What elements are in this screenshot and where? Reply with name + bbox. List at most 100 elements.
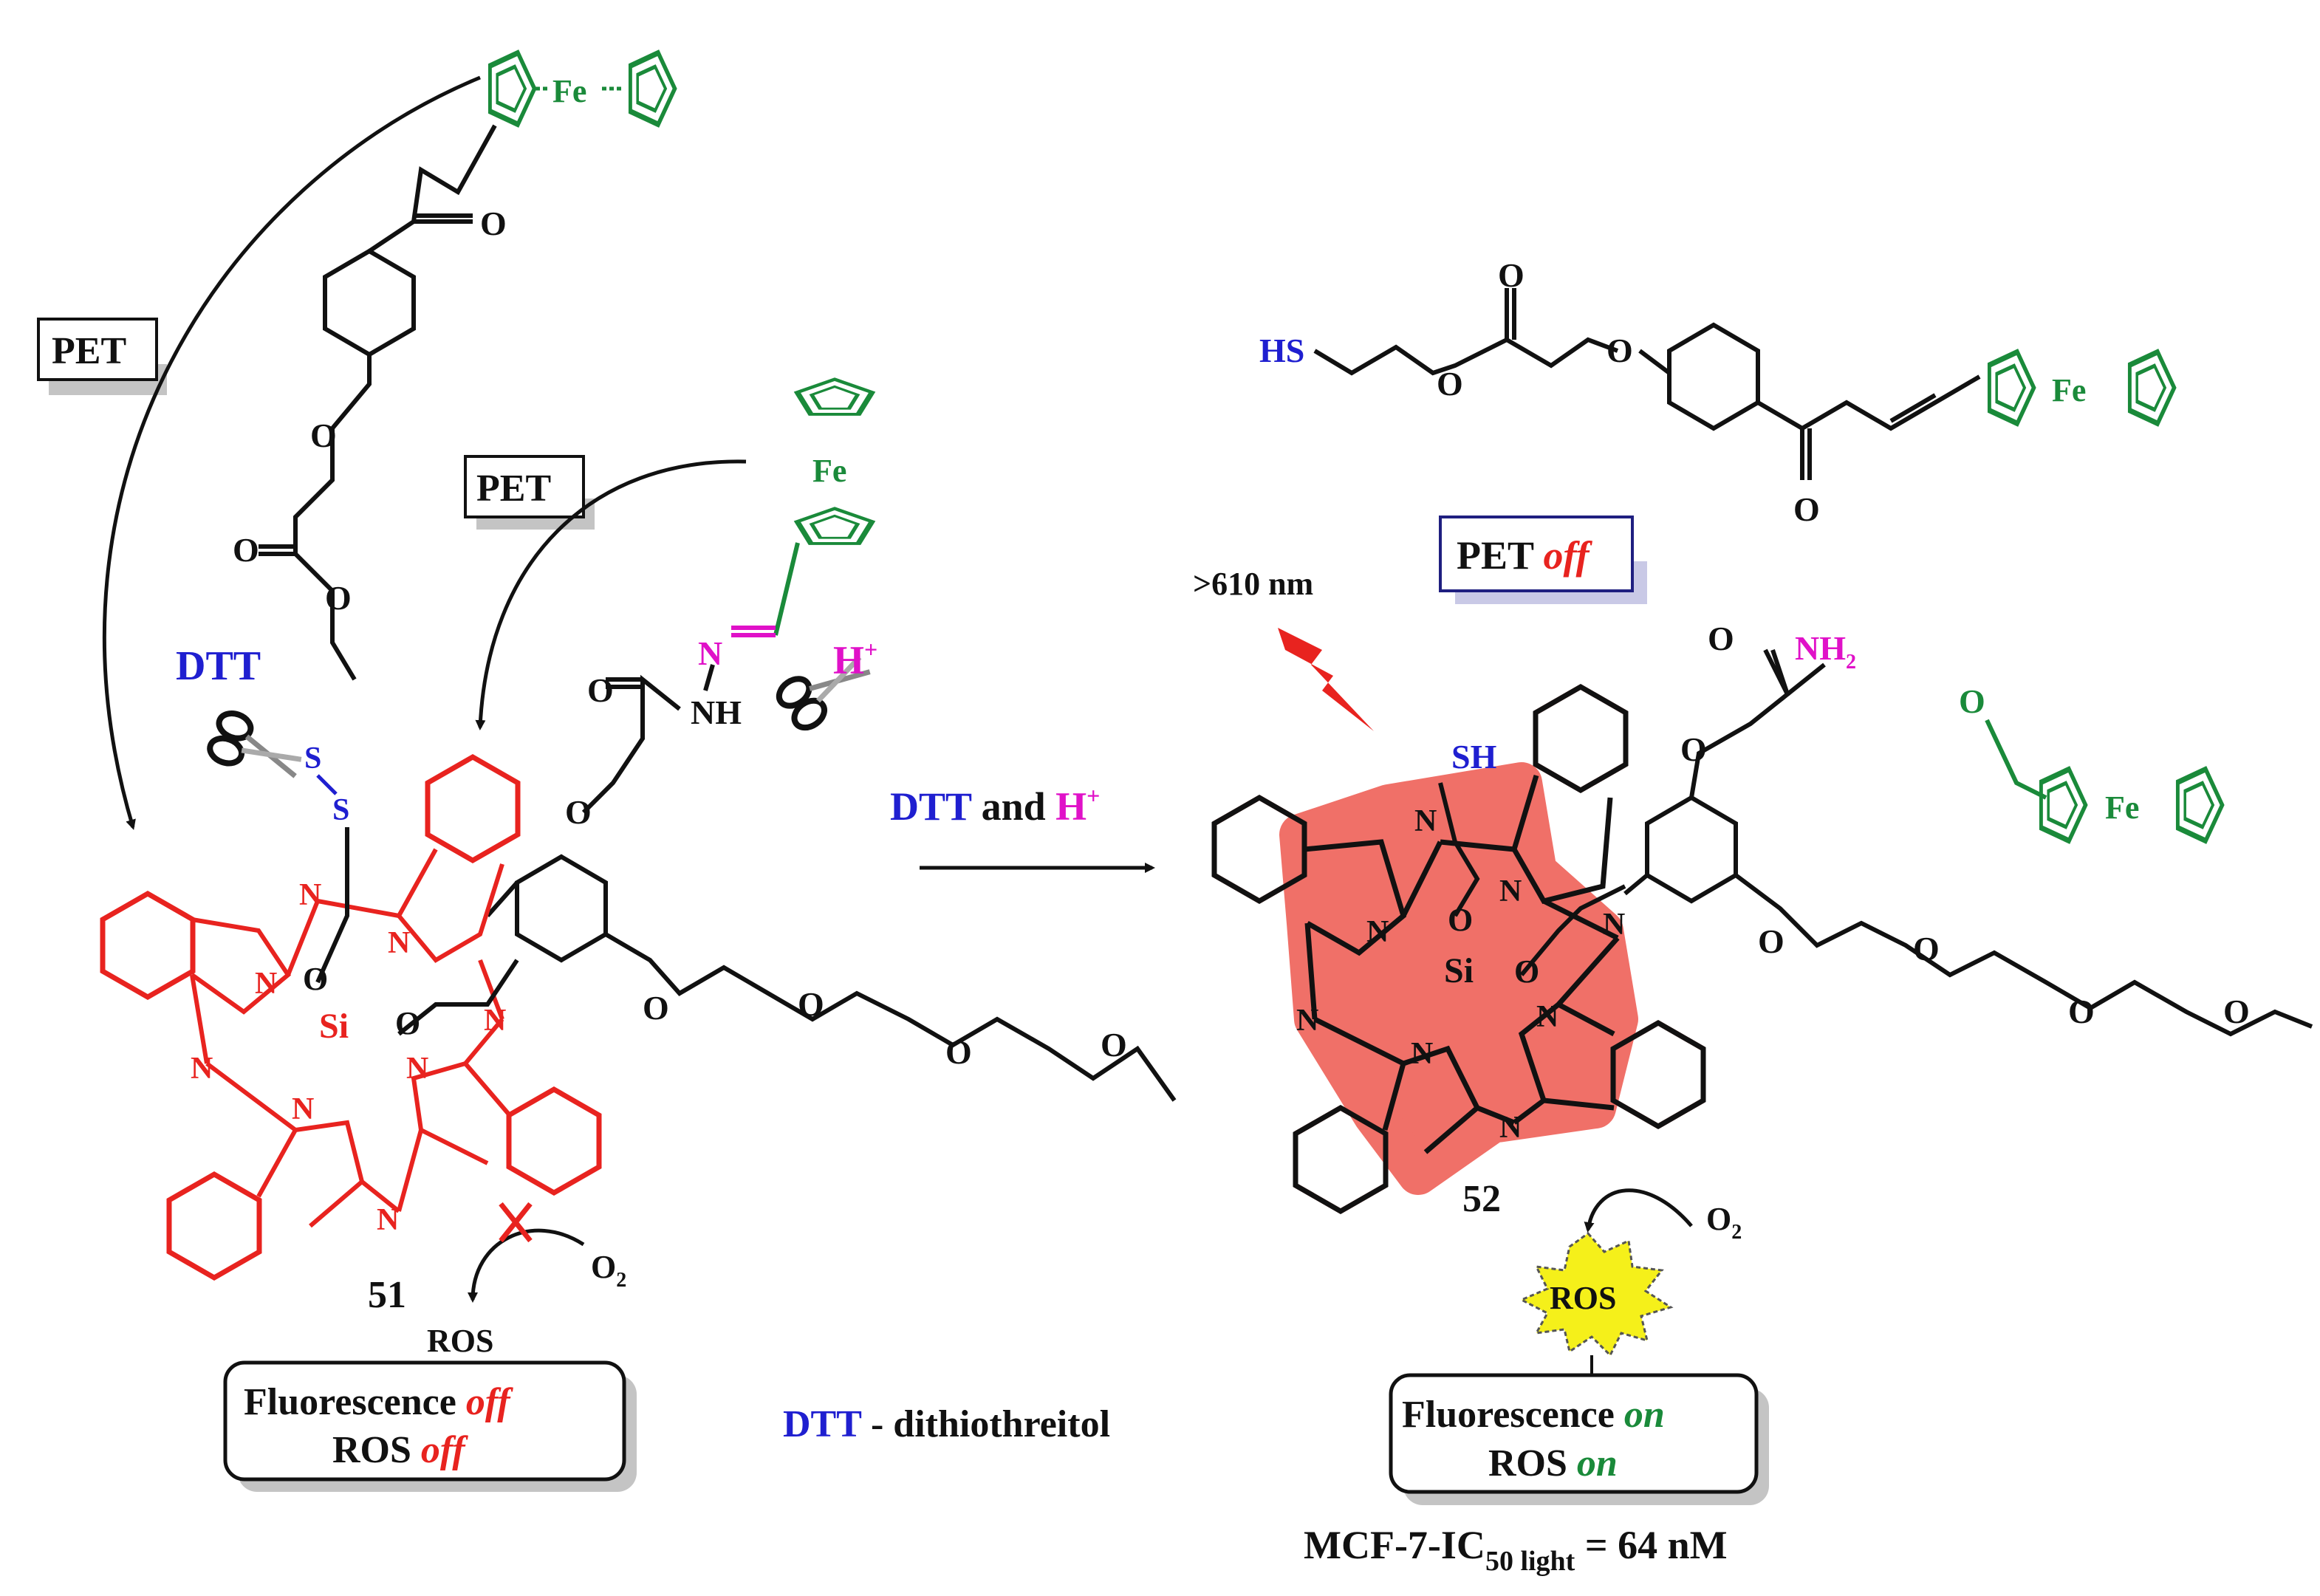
n-atom-51-f: N [406, 1052, 428, 1086]
o-atom-peg-4-left: O [1101, 1026, 1127, 1064]
n-atom-51-a: N [299, 878, 321, 912]
o-atom-ketone-left: O [480, 205, 507, 242]
o-atom-amide-right: O [1708, 620, 1734, 657]
n-atom-52-c: N [1499, 874, 1522, 908]
nh-atom-hydrazone: NH [691, 693, 742, 731]
o-atom-ether-left: O [310, 417, 337, 454]
pet-box-middle: PET [464, 455, 595, 530]
si-atom-51: Si [319, 1007, 349, 1046]
n-atom-52-h: N [1499, 1111, 1522, 1145]
o-atom-peg-2-left: O [798, 985, 824, 1023]
n-atom-51-c: N [191, 1052, 213, 1086]
ros-arrow [1584, 1188, 1693, 1233]
hs-group: HS [1259, 332, 1304, 369]
n-atom-51-e: N [484, 1004, 506, 1038]
o-atom-amide: O [587, 671, 614, 709]
o-atom-ester2-left: O [325, 579, 352, 617]
fluorescence-off-label: Fluorescence off [244, 1381, 513, 1423]
dtt-legend: DTT - dithiothreitol [783, 1403, 1110, 1445]
o-atom-ester-left: O [233, 531, 259, 569]
o-atom-thiol-carbonyl: O [1498, 256, 1525, 294]
pet-label-middle: PET [476, 468, 551, 510]
phthalocyanine-core-52 [1214, 687, 1703, 1211]
o-atom-peg-2-right: O [1913, 930, 1940, 967]
fe-atom-middle: Fe [812, 453, 846, 489]
si-atom-52: Si [1444, 951, 1474, 990]
n-atom-52-f: N [1296, 1004, 1318, 1038]
pet-label-left: PET [52, 330, 126, 372]
light-bolt-icon [1278, 628, 1374, 731]
aryl-peg-left [485, 854, 1177, 1102]
o2-left: O2 [591, 1249, 626, 1292]
n-atom-52-a: N [1414, 804, 1437, 838]
o-atom-thiol-ketone: O [1793, 490, 1820, 528]
blocked-cross-icon [499, 1202, 533, 1243]
n-atom-51-h: N [377, 1203, 399, 1237]
thiol-chalcone-fragment [1313, 288, 1981, 480]
axial-linkers-51 [315, 827, 519, 1036]
fe-atom-right-top: Fe [2052, 372, 2086, 408]
o-atom-thiol-ether: O [1606, 332, 1633, 369]
pet-box-left: PET [37, 318, 167, 395]
o-atom-thiol-ester: O [1437, 365, 1463, 403]
blocked-ros-arrow [468, 1228, 585, 1303]
pet-off-label: PET off [1457, 533, 1593, 578]
s-atom-2: S [332, 793, 349, 827]
aryl-peg-right [1623, 648, 2313, 1037]
o-atom-peg-3-left: O [945, 1033, 972, 1071]
o-atom-axial-1-52: O [1448, 902, 1473, 938]
nh2-group: NH2 [1795, 629, 1856, 674]
ros-off-label: ROS off [332, 1429, 468, 1471]
o-atom-peg-1-right: O [1758, 922, 1785, 960]
n-atom-51-d: N [388, 926, 410, 960]
ferrocene-right-top: Fe [1989, 352, 2174, 424]
scissors-icon-proton [776, 655, 871, 731]
o-atom-axial-2-51: O [395, 1005, 420, 1041]
status-box-on: Fluorescence on ROS on [1389, 1373, 1769, 1505]
phthalocyanine-core-51 [103, 757, 599, 1278]
ferrocene-middle: Fe [797, 380, 872, 544]
h-plus-top: H+ [833, 636, 877, 682]
ferrocene-top-left: Fe [490, 53, 674, 125]
n-atom-52-b: N [1366, 915, 1389, 949]
pet-arrow-middle [475, 459, 747, 730]
n-atom-52-d: N [1603, 908, 1625, 942]
reaction-conditions: DTT and H+ [890, 782, 1100, 829]
o2-right: O2 [1706, 1201, 1742, 1244]
compound-number-52: 52 [1462, 1178, 1501, 1220]
n-atom-52-e: N [1536, 1000, 1558, 1034]
fe-atom-left-top: Fe [552, 73, 586, 109]
s-atom-1: S [304, 742, 321, 775]
o-atom-axial-1-51: O [303, 961, 328, 997]
chalcone-linker-left [259, 124, 497, 681]
n-atom-51-g: N [292, 1092, 314, 1126]
o-atom-peg-3-right: O [2068, 993, 2095, 1030]
ros-on-label: ROS on [1488, 1442, 1618, 1484]
o-atom-peg-4-right: O [2223, 993, 2250, 1030]
n-atom-52-g: N [1411, 1037, 1433, 1071]
dtt-label-top: DTT [176, 643, 261, 689]
o-atom-aryl-ether-right: O [1680, 730, 1707, 768]
status-box-off: Fluorescence off ROS off [223, 1360, 637, 1492]
sh-group: SH [1451, 738, 1497, 775]
n-atom-imine: N [698, 634, 722, 672]
o-atom-peg-1-left: O [643, 989, 669, 1027]
hydrazone-linker [581, 542, 800, 815]
fe-atom-aldehyde: Fe [2105, 790, 2139, 826]
axial-linkers-52 [1438, 782, 1626, 976]
compound-number-51: 51 [368, 1274, 406, 1316]
ros-burst-label: ROS [1550, 1280, 1616, 1316]
pet-arrow-left [102, 75, 481, 830]
pet-off-box: PET off [1439, 516, 1647, 604]
ic50-label: MCF-7-IC50 light = 64 nM [1304, 1523, 1728, 1577]
o-atom-aldehyde: O [1959, 682, 1985, 720]
o-atom-aryl-ether-top: O [565, 793, 592, 831]
wavelength-label: >610 nm [1193, 566, 1313, 602]
ros-small-label: ROS [427, 1323, 493, 1359]
scissors-icon-dtt [207, 710, 302, 778]
o-atom-axial-2-52: O [1514, 953, 1539, 990]
n-atom-51-b: N [255, 967, 277, 1001]
ros-burst-icon [1519, 1231, 1674, 1357]
ferrocene-aldehyde: Fe [1985, 719, 2223, 840]
